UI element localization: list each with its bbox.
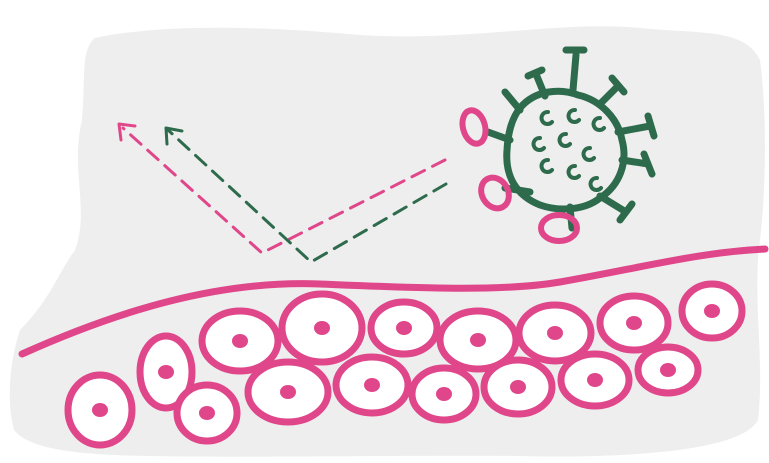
cell-nucleus	[510, 380, 526, 394]
cell-nucleus	[626, 316, 642, 330]
cell	[68, 375, 132, 445]
cell-nucleus	[436, 387, 452, 401]
cell-nucleus	[547, 326, 563, 340]
cell-nucleus	[232, 334, 248, 348]
cell	[336, 357, 408, 413]
cell-nucleus	[280, 385, 296, 399]
cell	[561, 354, 629, 406]
cell-nucleus	[199, 406, 215, 420]
cell	[682, 284, 742, 338]
cell-nucleus	[704, 304, 720, 318]
cell-nucleus	[396, 321, 412, 335]
cell-nucleus	[314, 321, 330, 335]
cell	[202, 311, 278, 371]
cell	[638, 347, 698, 393]
cell-nucleus	[364, 378, 380, 392]
cell	[600, 296, 668, 350]
cell-nucleus	[587, 373, 603, 387]
cell	[519, 305, 591, 361]
cell-nucleus	[158, 365, 174, 379]
cell	[248, 362, 328, 422]
cell	[371, 302, 437, 354]
cell-nucleus	[470, 333, 486, 347]
cell	[412, 368, 476, 420]
cell	[484, 360, 552, 414]
cell-nucleus	[92, 403, 108, 417]
cell	[177, 385, 237, 441]
cell-nucleus	[660, 363, 676, 377]
cell	[282, 294, 362, 362]
